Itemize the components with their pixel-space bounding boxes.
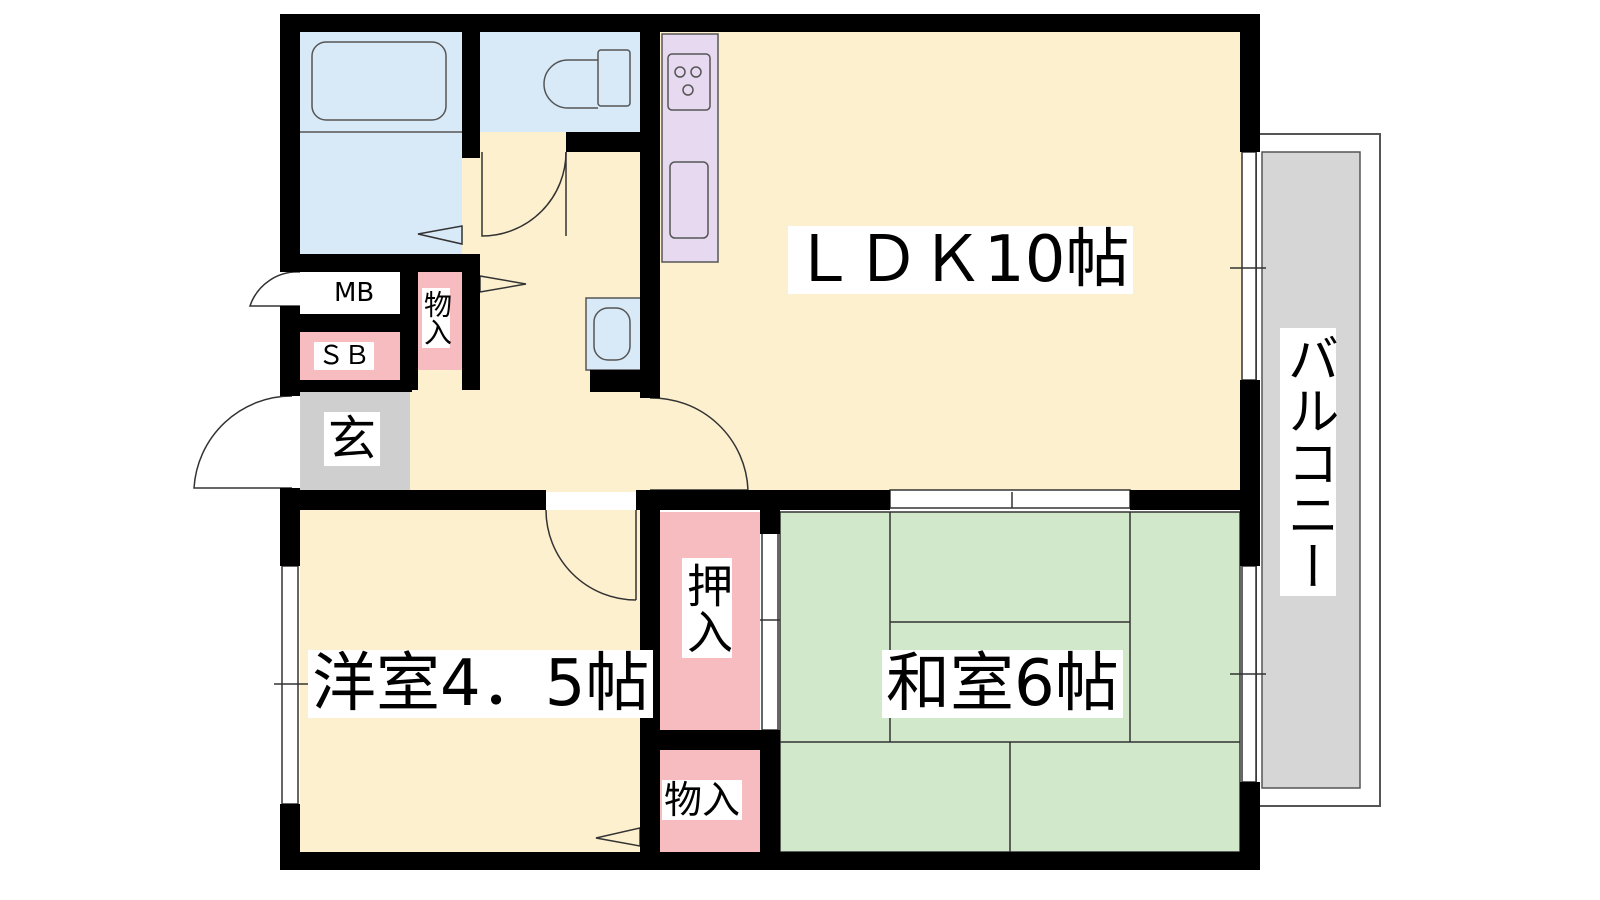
entrance-label: 玄	[324, 412, 381, 466]
japanese-room-label: 和室6帖	[882, 650, 1123, 718]
shoe-box-label: ＳＢ	[314, 342, 375, 370]
closet-label: 押入	[680, 558, 734, 658]
kitchen-counter	[661, 33, 719, 263]
bathtub	[300, 41, 462, 133]
meter-box-label: MB	[332, 278, 377, 308]
windows	[274, 151, 1266, 805]
storage-hall-label: 物入	[420, 288, 453, 348]
bathroom-floor	[300, 32, 462, 254]
walls	[280, 14, 1260, 870]
ldk-label: ＬＤＫ10帖	[788, 226, 1134, 294]
balcony	[1255, 133, 1381, 807]
western-room-label: 洋室4．5帖	[308, 650, 654, 718]
washbasin	[585, 297, 643, 371]
balcony-label: バルコニー	[1278, 328, 1338, 596]
storage-small-label: 物入	[662, 778, 743, 822]
toilet-floor	[480, 32, 640, 132]
toilet	[543, 49, 631, 109]
